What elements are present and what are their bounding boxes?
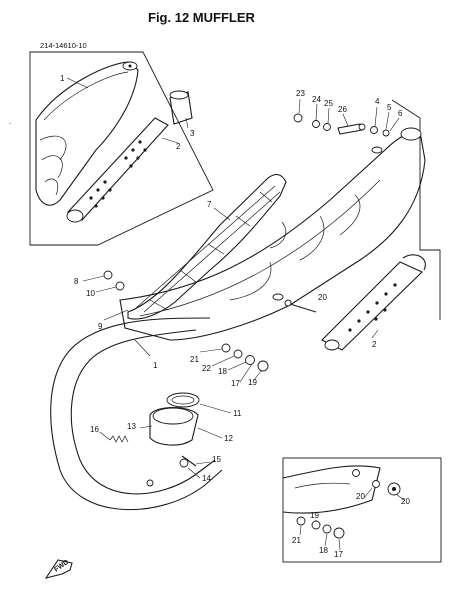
- callout-2-inset: 2: [176, 142, 181, 151]
- callout-2-main: 2: [372, 340, 377, 349]
- silencer-tube: 2: [321, 254, 426, 351]
- callout-11: 11: [233, 409, 242, 418]
- callout-19: 19: [248, 378, 257, 387]
- callout-10: 10: [86, 289, 95, 298]
- callout-20-main: 20: [318, 293, 327, 302]
- callout-7: 7: [207, 200, 212, 209]
- inset-box-top-left: 214-14610-10: [29, 41, 214, 246]
- clamp-hardware: 21 22 18 17 19: [190, 343, 269, 388]
- callout-1-inset: 1: [60, 74, 65, 83]
- callout-14: 14: [202, 474, 211, 483]
- callout-25: 25: [324, 99, 333, 108]
- callout-26: 26: [338, 105, 347, 114]
- inset-perforated-tube: [66, 117, 169, 223]
- callout-16: 16: [90, 425, 99, 434]
- main-muffler-body: [119, 127, 426, 341]
- bolt-20: 20: [284, 293, 327, 313]
- exhaust-pipe: 1: [50, 317, 223, 511]
- callout-15: 15: [212, 455, 221, 464]
- callout-20-inset-b: 20: [401, 497, 410, 506]
- inset-frame-br: [282, 457, 442, 563]
- inset-frame: [29, 51, 214, 246]
- callout-18: 18: [218, 367, 227, 376]
- callout-1-main: 1: [153, 361, 158, 370]
- callout-5: 5: [387, 103, 392, 112]
- callout-21: 21: [190, 355, 199, 364]
- heat-guard: 7: [127, 173, 287, 320]
- margin-dot: .: [9, 117, 11, 126]
- callout-4: 4: [375, 97, 380, 106]
- inset-box-bottom-right: 20 20 21 19 18 17: [282, 457, 442, 563]
- callout-19-inset: 19: [310, 511, 319, 520]
- main-frame-top: [391, 99, 421, 119]
- callout-6: 6: [398, 109, 403, 118]
- callout-24: 24: [312, 95, 321, 104]
- callout-9: 9: [98, 322, 103, 331]
- callout-22: 22: [202, 364, 211, 373]
- fwd-arrow-icon: FWD: [44, 559, 73, 579]
- callout-17-inset: 17: [334, 550, 343, 559]
- flange-stud: 15 14: [146, 455, 221, 487]
- top-mount-hardware: 23 24 25 26 4 5 6: [293, 89, 403, 137]
- callout-8: 8: [74, 277, 79, 286]
- figure-title: Fig. 12 MUFFLER: [148, 10, 256, 25]
- callout-17: 17: [231, 379, 240, 388]
- exhaust-spring: 16: [90, 425, 129, 443]
- inset-part-number: 214-14610-10: [40, 41, 87, 50]
- callout-13: 13: [127, 422, 136, 431]
- callout-12: 12: [224, 434, 233, 443]
- callout-20-inset-a: 20: [356, 492, 365, 501]
- callout-18-inset: 18: [319, 546, 328, 555]
- callout-23: 23: [296, 89, 305, 98]
- inset-pipe-sleeve: [169, 90, 193, 125]
- callout-21-inset: 21: [292, 536, 301, 545]
- inset-muffler-body: [35, 61, 139, 206]
- callout-3: 3: [190, 129, 195, 138]
- guard-bolt-set: 8 10 9: [74, 270, 129, 331]
- exhaust-flange-set: 11 12 13: [127, 392, 242, 446]
